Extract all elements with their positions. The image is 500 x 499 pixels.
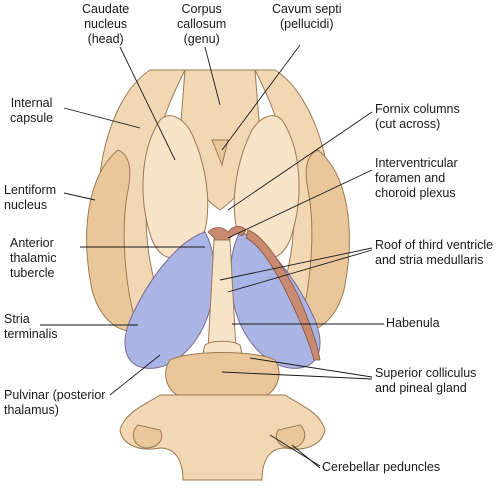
leader-corpus — [204, 46, 221, 106]
leader-internal — [63, 107, 141, 129]
leader-cerebellar-2 — [291, 444, 321, 469]
leader-roof-1 — [219, 247, 373, 281]
label-interventricular: Interventricular foramen and choroid ple… — [375, 156, 458, 200]
label-superior-colliculus: Superior colliculus and pineal gland — [375, 366, 477, 395]
right-plexus-edge — [245, 229, 321, 361]
colliculi-shape — [165, 352, 280, 399]
leader-lentiform — [63, 192, 96, 201]
label-roof-third-ventricle: Roof of third ventricle and stria medull… — [375, 238, 494, 267]
leader-caudate — [119, 46, 176, 161]
right-peduncle-shape — [275, 424, 306, 449]
label-caudate-nucleus: Caudate nucleus (head) — [82, 2, 130, 46]
label-cerebellar-peduncles: Cerebellar peduncles — [322, 460, 441, 474]
left-peduncle-shape — [132, 424, 163, 449]
leader-interventricular — [227, 169, 373, 239]
leader-fornix — [227, 111, 373, 211]
cavum-septi-shape — [211, 139, 229, 167]
label-pulvinar: Pulvinar (posterior thalamus) — [4, 388, 106, 417]
label-anterior-thalamic: Anterior thalamic tubercle — [10, 236, 57, 280]
label-internal-capsule: Internal capsule — [10, 96, 54, 125]
label-habenula: Habenula — [386, 316, 440, 330]
label-stria-terminalis: Stria terminalis — [4, 312, 58, 341]
brainstem-shape — [119, 394, 326, 481]
label-fornix-columns: Fornix columns (cut across) — [375, 102, 460, 131]
leader-roof-2 — [227, 249, 373, 293]
leader-superior-2 — [221, 371, 373, 380]
leader-superior-1 — [249, 357, 373, 378]
leader-pulvinar — [109, 354, 161, 396]
leader-cavum — [221, 44, 301, 151]
label-cavum-septi: Cavum septi (pellucidi) — [272, 2, 342, 31]
label-lentiform-nucleus: Lentiform nucleus — [4, 183, 57, 212]
label-corpus-callosum: Corpus callosum (genu) — [177, 2, 227, 46]
